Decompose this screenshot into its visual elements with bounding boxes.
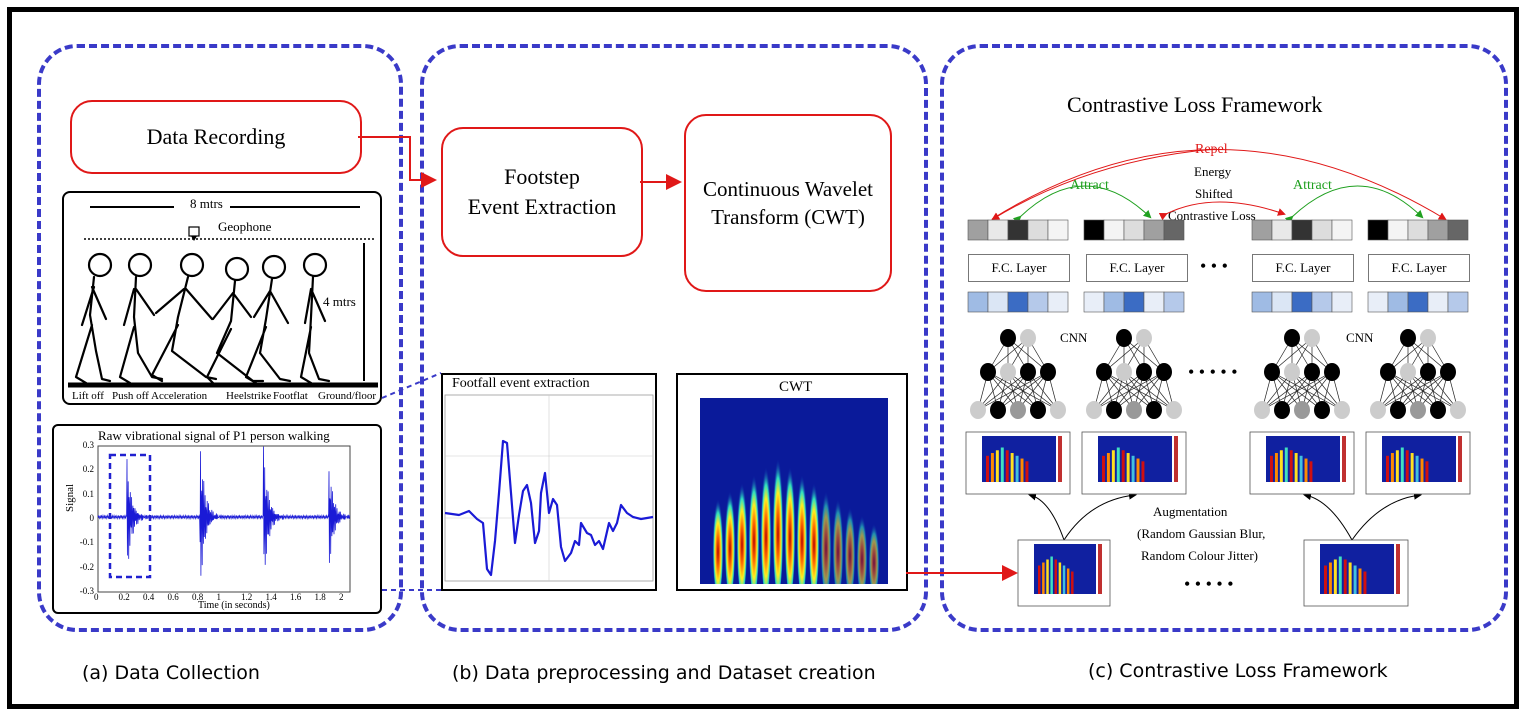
signal-xtick: 1.8: [314, 592, 326, 602]
footstep-line-1: Footstep: [504, 164, 580, 189]
signal-xtick: 1: [216, 592, 222, 602]
cnn-left-label: CNN: [1060, 330, 1088, 345]
cwt-box: Continuous Wavelet Transform (CWT): [684, 114, 892, 292]
caption-b: (b) Data preprocessing and Dataset creat…: [452, 662, 876, 684]
loss-line: Energy: [1194, 164, 1232, 179]
cnn-ellipsis: • • • • •: [1188, 362, 1238, 382]
fc-layer-box: F.C. Layer: [1368, 254, 1470, 282]
phase-label: Acceleration: [151, 390, 208, 402]
loss-line: Shifted: [1195, 186, 1233, 201]
signal-xtick: 1.6: [290, 592, 302, 602]
augmentation-line: (Random Gaussian Blur,: [1137, 526, 1266, 541]
signal-ytick: 0.2: [82, 464, 94, 475]
signal-ytick: -0.1: [79, 537, 94, 548]
signal-xtick: 0.6: [167, 592, 179, 602]
mini-spectrogram: [1303, 539, 1409, 607]
data-recording-label: Data Recording: [146, 124, 286, 149]
signal-ytick: 0.1: [82, 488, 94, 499]
selection-box: [108, 453, 152, 579]
signal-xtick: 1.2: [241, 592, 253, 602]
phase-label: Lift off: [72, 390, 104, 402]
attract-left-label: Attract: [1070, 178, 1109, 193]
footstep-line-2: Event Extraction: [467, 194, 617, 219]
cwt-line-2: Transform (CWT): [711, 205, 865, 229]
signal-xtick: 0.2: [118, 592, 130, 602]
caption-c: (c) Contrastive Loss Framework: [1088, 660, 1388, 682]
cnn-right-label: CNN: [1346, 330, 1374, 345]
mini-spectrogram: [1081, 431, 1187, 495]
signal-xtick: 2: [339, 592, 344, 602]
panel-c-border: [940, 44, 1508, 632]
fc-layer-box: F.C. Layer: [1252, 254, 1354, 282]
mini-spectrogram: [1017, 539, 1111, 607]
signal-ytick: 0.3: [82, 440, 94, 450]
raw-signal-title: Raw vibrational signal of P1 person walk…: [98, 428, 330, 443]
phase-label: Heelstrike: [226, 390, 272, 402]
caption-a: (a) Data Collection: [82, 662, 260, 684]
mini-spectrogram: [1249, 431, 1355, 495]
bottom-ellipsis: • • • • •: [1184, 574, 1234, 594]
fc-layer-box: F.C. Layer: [968, 254, 1070, 282]
footfall-chart: [444, 394, 654, 582]
footfall-title: Footfall event extraction: [452, 376, 590, 391]
signal-xtick: 0: [94, 592, 99, 602]
signal-xtick: 0.8: [192, 592, 204, 602]
geophone-label: Geophone: [218, 219, 272, 234]
panel-b-border: [420, 44, 928, 632]
raw-signal-chart: [97, 445, 351, 593]
phase-label: Footflat: [273, 390, 308, 402]
augmentation-line: Augmentation: [1153, 504, 1228, 519]
cwt-scalogram: [700, 398, 888, 584]
mini-spectrogram: [1365, 431, 1471, 495]
attract-right-label: Attract: [1293, 178, 1332, 193]
framework-title: Contrastive Loss Framework: [1067, 92, 1323, 117]
mini-spectrogram: [965, 431, 1071, 495]
cwt-line-1: Continuous Wavelet: [703, 177, 873, 201]
scene-height-label: 4 mtrs: [323, 294, 356, 309]
signal-xtick: 0.4: [143, 592, 155, 602]
signal-ytick: -0.2: [79, 561, 94, 572]
scene-width-label: 8 mtrs: [190, 196, 223, 211]
signal-xlabel: Time (in seconds): [198, 600, 270, 611]
phase-label: Push off: [112, 390, 149, 402]
signal-ytick: -0.3: [79, 585, 94, 596]
walking-scene: [62, 191, 382, 405]
fc-layer-box: F.C. Layer: [1086, 254, 1188, 282]
signal-ytick: 0: [89, 512, 95, 523]
outer-border: [7, 7, 1519, 709]
signal-xtick: 1.4: [265, 592, 277, 602]
walking-scene-drawing: [68, 206, 378, 388]
footstep-extraction-box: Footstep Event Extraction: [441, 127, 643, 257]
panel-a-border: [37, 44, 403, 632]
augmentation-line: Random Colour Jitter): [1141, 548, 1258, 563]
fc-ellipsis: • • •: [1200, 256, 1228, 276]
phase-label: Ground/floor: [318, 390, 377, 402]
cwt-title: CWT: [779, 379, 813, 395]
